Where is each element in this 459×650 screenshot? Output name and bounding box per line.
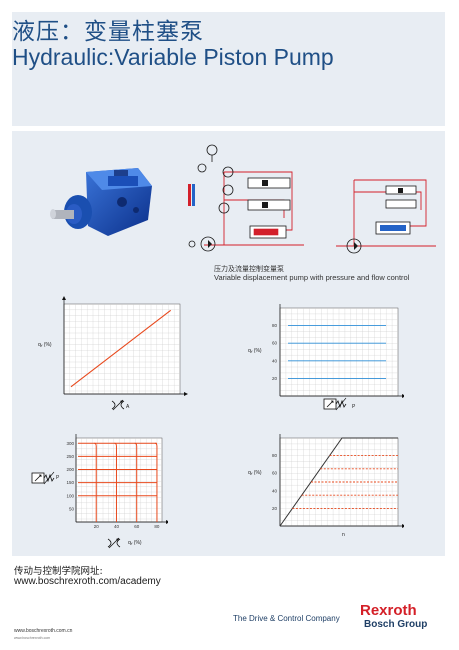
tick-label: 150	[66, 480, 74, 485]
tick-label: 40	[114, 524, 120, 529]
x-axis-arrow	[402, 524, 404, 528]
chart2-ylabel: qᵥ (%)	[248, 348, 262, 354]
series-line	[70, 309, 172, 388]
tick-label: 300	[66, 441, 74, 446]
tick-label: 250	[66, 454, 74, 459]
schematic-caption-cn: 压力及流量控制变量泵	[214, 265, 284, 273]
page-title-cn: 液压：变量柱塞泵	[12, 19, 204, 45]
brand-logo: Rexroth	[360, 602, 417, 619]
brand-group: Bosch Group	[364, 619, 428, 630]
site-link-small[interactable]: www.boschrexroth.com	[14, 636, 51, 640]
plot-area	[75, 437, 163, 523]
academy-link[interactable]: www.boschrexroth.com/academy	[14, 576, 161, 587]
chart1-ylabel: qᵥ (%)	[38, 342, 52, 348]
tick-label: 60	[134, 524, 140, 529]
schematic-caption-en: Variable displacement pump with pressure…	[214, 273, 410, 282]
site-link[interactable]: www.boschrexroth.com.cn	[14, 628, 73, 634]
academy-label: 传动与控制学院网址:	[14, 566, 103, 577]
x-axis-arrow	[402, 394, 404, 398]
chart1-xlabel: A	[126, 404, 130, 410]
tick-label: 80	[272, 323, 278, 328]
hydraulic-schematic-right	[336, 179, 436, 254]
tick-label: 20	[94, 524, 100, 529]
page-title-en: Hydraulic:Variable Piston Pump	[12, 44, 334, 70]
chart-flow-vs-speed: 20 40 60 80	[272, 434, 404, 528]
tick-label: 20	[272, 376, 278, 381]
tick-label: 100	[66, 493, 74, 498]
chart-flow-vs-pressure: 20 40 60 80	[272, 304, 404, 398]
tick-label: 40	[272, 358, 278, 363]
tick-label: 50	[69, 506, 75, 511]
tick-label: 200	[66, 467, 74, 472]
series-line-main	[279, 437, 398, 527]
pressure-valve-icon-2	[31, 471, 55, 485]
y-axis-arrow	[62, 296, 66, 300]
x-axis-arrow	[166, 520, 168, 524]
variable-orifice-icon	[111, 399, 125, 411]
hydraulic-schematic-left	[188, 144, 304, 252]
variable-orifice-icon-2	[107, 537, 121, 549]
tick-label: 60	[272, 471, 278, 476]
chart-flow-vs-area	[62, 296, 188, 396]
chart4-ylabel: qᵥ (%)	[248, 470, 262, 476]
chart3-xlabel: qᵥ (%)	[128, 540, 142, 546]
header-banner	[12, 12, 445, 126]
company-tagline: The Drive & Control Company	[233, 614, 340, 623]
tick-label: 20	[272, 506, 278, 511]
pressure-valve-icon	[323, 397, 347, 411]
tick-label: 80	[154, 524, 160, 529]
chart3-ylabel: P	[56, 475, 60, 481]
chart-pressure-vs-flow: 50 100 150 200 250 300 20 40 60 80	[66, 434, 168, 529]
pump-illustration	[50, 168, 152, 236]
tick-label: 40	[272, 488, 278, 493]
x-axis-arrow	[184, 392, 188, 396]
tick-label: 80	[272, 453, 278, 458]
tick-label: 60	[272, 341, 278, 346]
chart4-xlabel: n	[342, 532, 345, 538]
chart2-xlabel: P	[352, 404, 356, 410]
